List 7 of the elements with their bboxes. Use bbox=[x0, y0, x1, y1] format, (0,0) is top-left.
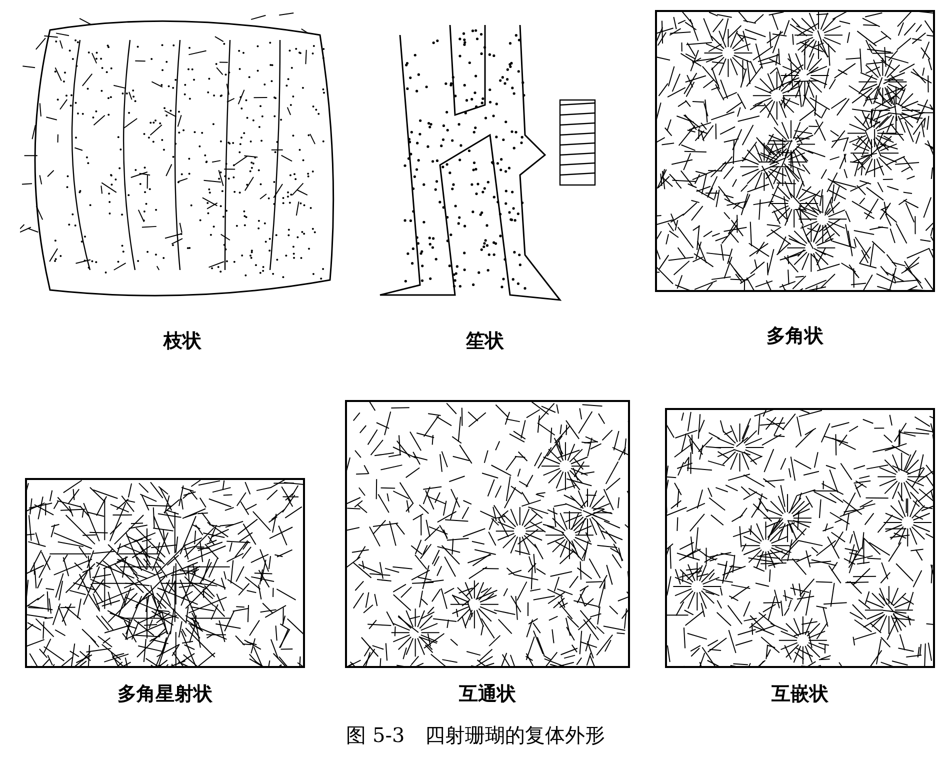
figure-label: 枝状 bbox=[164, 329, 202, 354]
figure-label: 多角星射状 bbox=[118, 682, 212, 707]
figure-label: 互嵌状 bbox=[772, 682, 828, 707]
figure-label: 笙状 bbox=[466, 329, 504, 354]
figure-label: 多角状 bbox=[766, 324, 824, 349]
figure-label: 互通状 bbox=[459, 682, 516, 707]
figure-caption: 图 5-3 四射珊瑚的复体外形 bbox=[346, 722, 605, 749]
